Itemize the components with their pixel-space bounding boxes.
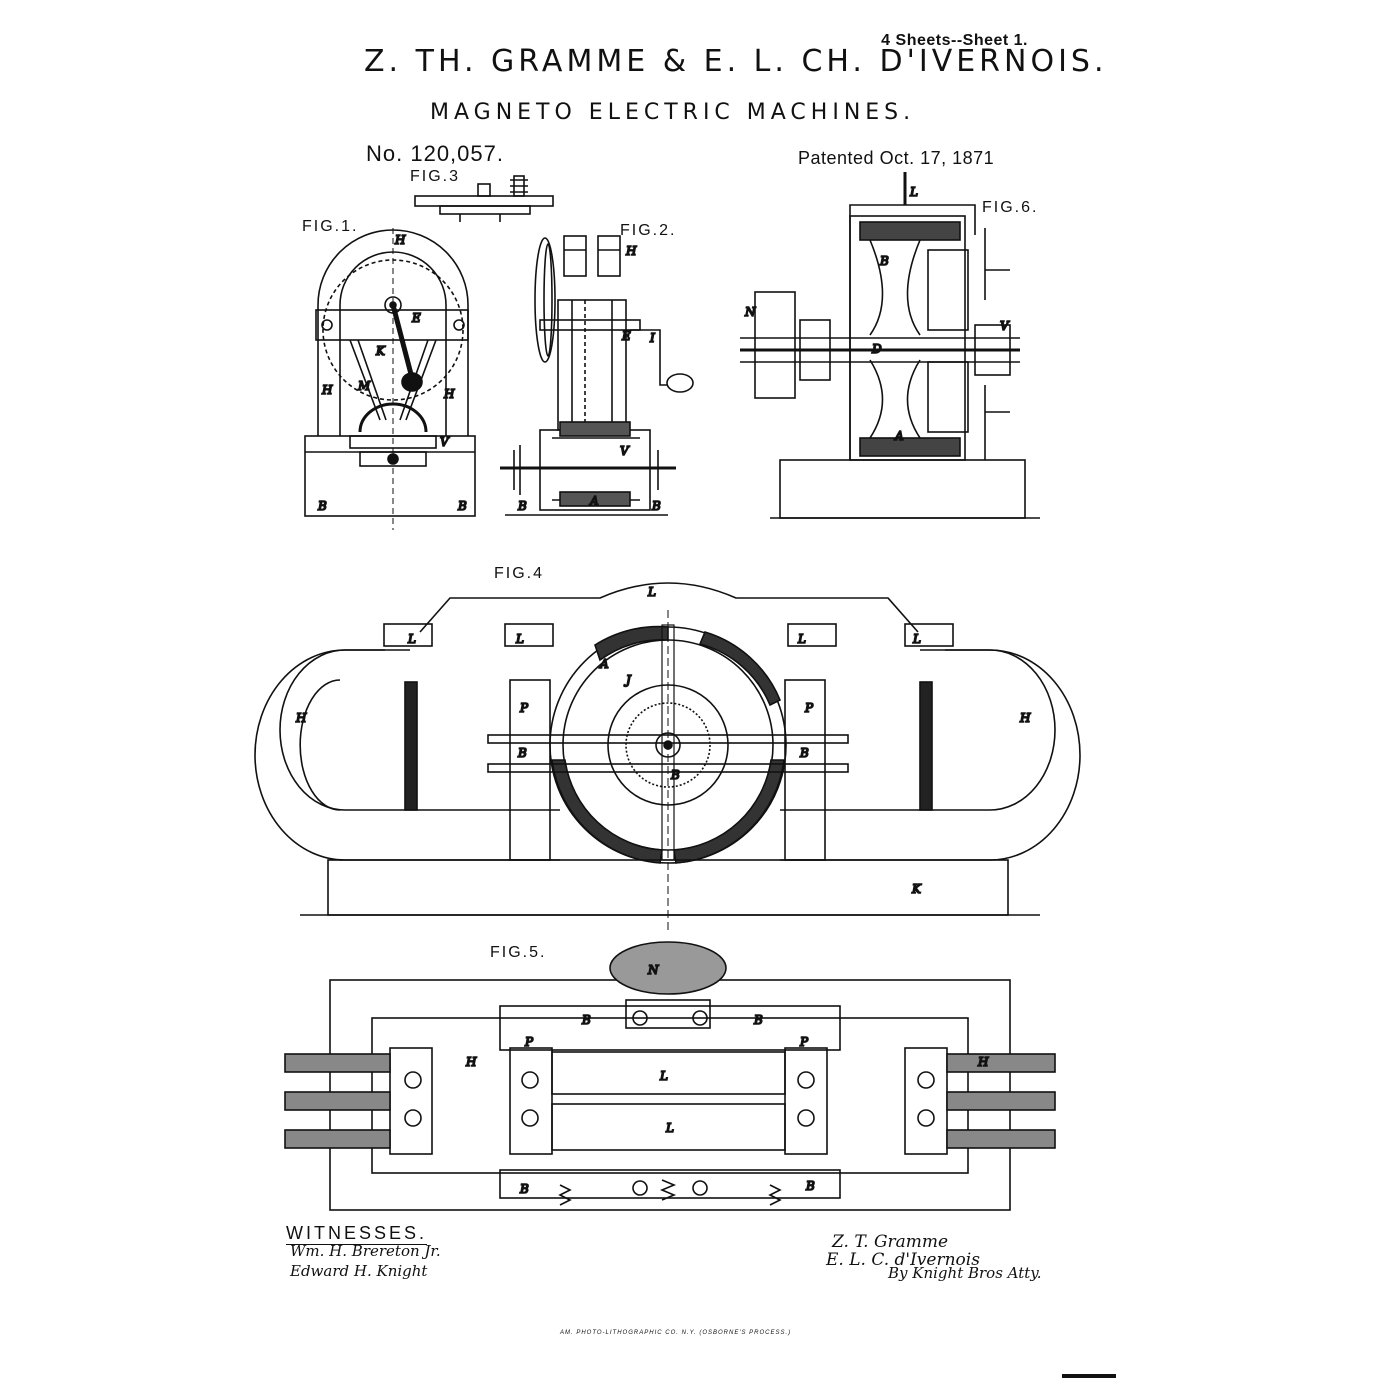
svg-text:I: I (649, 331, 655, 345)
svg-text:B: B (651, 499, 661, 513)
svg-text:L: L (515, 632, 524, 646)
svg-text:H: H (625, 244, 637, 258)
svg-text:H: H (443, 387, 455, 401)
svg-text:L: L (912, 632, 921, 646)
fig5-drawing: N B B P P L L H H B B (284, 941, 1056, 1211)
svg-text:L: L (659, 1069, 668, 1083)
svg-text:B: B (519, 1182, 529, 1196)
fig2-label: FIG.2. (620, 222, 677, 239)
patent-title: MAGNETO ELECTRIC MACHINES. (430, 100, 916, 125)
svg-text:N: N (647, 963, 659, 977)
svg-text:B: B (517, 746, 527, 760)
svg-text:L: L (407, 632, 416, 646)
svg-text:H: H (295, 711, 307, 725)
svg-text:L: L (665, 1121, 674, 1135)
svg-text:H: H (1019, 711, 1031, 725)
svg-text:L: L (647, 585, 656, 599)
fig1-label: FIG.1. (302, 218, 359, 235)
svg-text:L: L (797, 632, 806, 646)
svg-text:B: B (670, 768, 680, 782)
svg-text:B: B (805, 1179, 815, 1193)
svg-text:B: B (581, 1013, 591, 1027)
svg-text:A: A (599, 657, 609, 671)
svg-text:D: D (871, 342, 882, 356)
witnesses-label: WITNESSES. (286, 1223, 428, 1245)
witness-signature-2: Edward H. Knight (290, 1262, 428, 1280)
fig5-label: FIG.5. (490, 944, 547, 961)
inventor-signature-1: Z. T. Gramme (832, 1232, 949, 1252)
svg-text:P: P (519, 701, 529, 715)
svg-text:K: K (375, 344, 386, 358)
svg-text:B: B (517, 499, 527, 513)
fig1-drawing: H H H K M E B B V (304, 228, 476, 530)
svg-text:L: L (909, 185, 918, 199)
lithographer-credit: AM. PHOTO-LITHOGRAPHIC CO. N.Y. (OSBORNE… (560, 1330, 792, 1336)
svg-text:B: B (753, 1013, 763, 1027)
svg-text:P: P (799, 1035, 809, 1049)
witness-signature-1: Wm. H. Brereton Jr. (290, 1242, 441, 1260)
patent-number: No. 120,057. (366, 141, 504, 166)
svg-text:H: H (394, 233, 406, 247)
svg-text:A: A (589, 494, 599, 508)
fig3-label: FIG.3 (410, 168, 461, 185)
svg-text:K: K (911, 882, 922, 896)
svg-text:N: N (744, 305, 756, 319)
svg-text:P: P (804, 701, 814, 715)
fig4-drawing: L L L L L H H P P B B A J B K (254, 582, 1081, 930)
svg-text:V: V (1000, 319, 1010, 333)
svg-text:B: B (799, 746, 809, 760)
svg-text:A: A (894, 429, 904, 443)
svg-text:H: H (321, 383, 333, 397)
fig4-label: FIG.4 (494, 565, 545, 582)
inventors-heading: Z. TH. GRAMME & E. L. CH. D'IVERNOIS. (364, 44, 1108, 79)
patent-date: Patented Oct. 17, 1871 (798, 148, 995, 168)
attorney-signature: By Knight Bros Atty. (888, 1264, 1042, 1282)
svg-text:J: J (623, 673, 632, 687)
fig3-drawing (414, 175, 554, 222)
svg-text:E: E (411, 311, 421, 325)
fig6-label: FIG.6. (982, 199, 1039, 216)
svg-text:V: V (620, 444, 630, 458)
svg-text:B: B (317, 499, 327, 513)
sheet-number: 4 Sheets--Sheet 1. (881, 32, 1028, 49)
inventor-signature-2: E. L. C. d'Ivernois (826, 1250, 980, 1270)
fig6-drawing: B D A L N V (740, 172, 1040, 519)
svg-text:B: B (879, 254, 889, 268)
svg-text:E: E (621, 329, 631, 343)
svg-text:V: V (440, 435, 450, 449)
svg-text:M: M (357, 379, 371, 393)
svg-text:H: H (977, 1055, 989, 1069)
svg-text:H: H (465, 1055, 477, 1069)
fig2-drawing: H I V A B B E (500, 235, 694, 516)
svg-text:B: B (457, 499, 467, 513)
svg-text:P: P (524, 1035, 534, 1049)
